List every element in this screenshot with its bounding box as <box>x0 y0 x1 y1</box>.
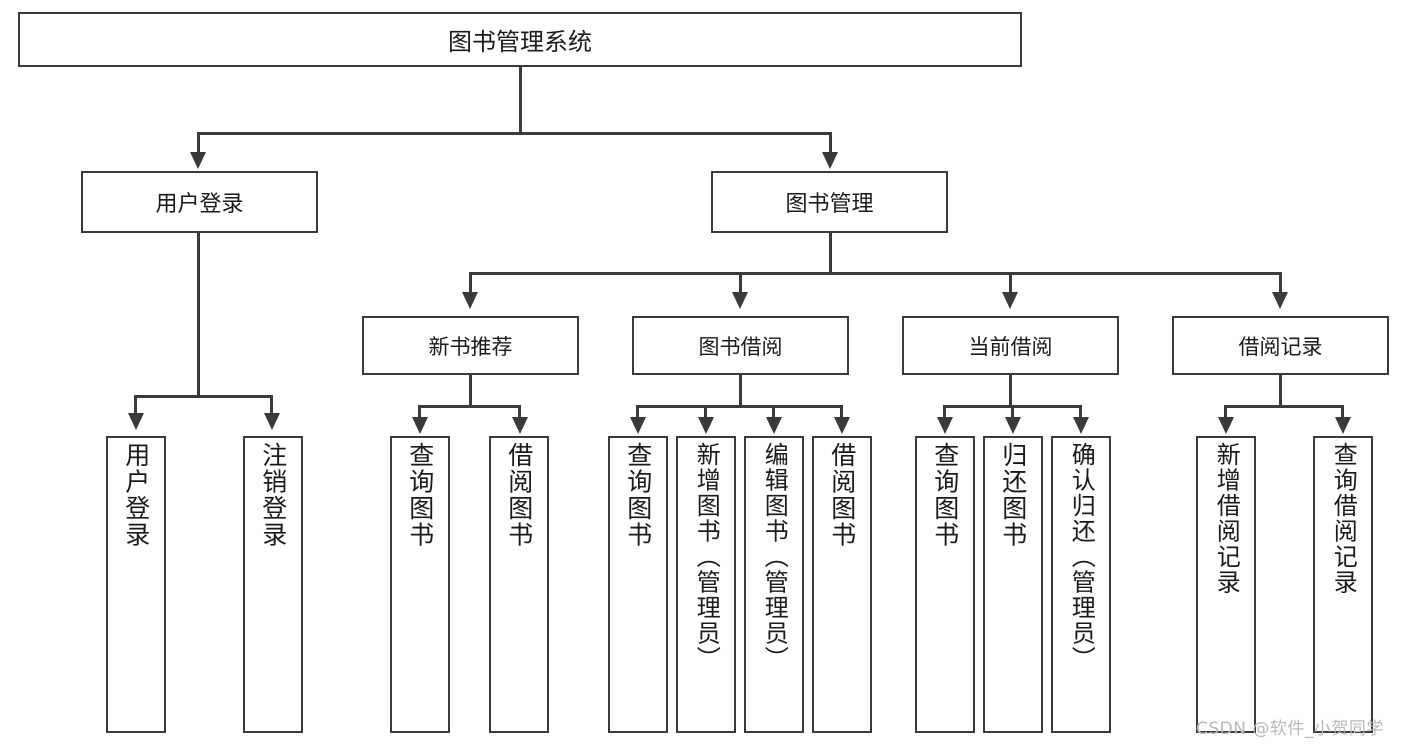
connector-to-new-book-rec <box>469 272 472 294</box>
leaf-label: 编辑图书（管理员） <box>760 442 789 672</box>
arrowhead-book-borrow <box>732 292 748 309</box>
connector-current-borrow-trunk <box>1009 375 1012 407</box>
connector-user-login-bus <box>134 395 273 398</box>
connector-root-trunk <box>519 67 522 132</box>
connector-cb-child2 <box>1011 405 1014 419</box>
arrowhead-br-child1 <box>1218 417 1234 434</box>
connector-book-management-trunk <box>829 233 832 273</box>
node-label: 用户登录 <box>155 192 244 217</box>
node-current-borrowing[interactable]: 当前借阅 <box>902 316 1119 375</box>
connector-to-current-borrow <box>1009 272 1012 294</box>
connector-new-book-rec-trunk <box>469 375 472 407</box>
leaf-add-book-admin[interactable]: 新增图书（管理员） <box>676 436 736 733</box>
leaf-label: 归还图书 <box>998 442 1028 548</box>
node-book-management[interactable]: 图书管理 <box>711 171 948 233</box>
node-label: 借阅记录 <box>1238 334 1323 359</box>
leaf-user-login[interactable]: 用户登录 <box>106 436 166 733</box>
node-borrowing-records[interactable]: 借阅记录 <box>1172 316 1389 375</box>
leaf-query-books-current[interactable]: 查询图书 <box>915 436 975 733</box>
leaf-borrow-books-new[interactable]: 借阅图书 <box>489 436 549 733</box>
leaf-query-books-new[interactable]: 查询图书 <box>390 436 450 733</box>
connector-level2-bus <box>469 272 1281 275</box>
leaf-logout[interactable]: 注销登录 <box>243 436 303 733</box>
leaf-query-books-borrow[interactable]: 查询图书 <box>608 436 668 733</box>
leaf-confirm-return-admin[interactable]: 确认归还（管理员） <box>1051 436 1111 733</box>
arrowhead-bb-child3 <box>766 417 782 434</box>
leaf-label: 借阅图书 <box>504 442 534 548</box>
node-label: 图书管理 <box>785 192 874 217</box>
arrowhead-nbr-child2 <box>512 417 528 434</box>
arrowhead-book-management <box>822 152 838 169</box>
connector-user-login-leaf2 <box>270 395 273 415</box>
connector-borrow-records-trunk <box>1279 375 1282 407</box>
leaf-return-books[interactable]: 归还图书 <box>983 436 1043 733</box>
connector-book-borrow-trunk <box>739 375 742 407</box>
connector-user-login-leaf1 <box>134 395 137 415</box>
leaf-label: 新增图书（管理员） <box>692 442 721 672</box>
connector-bb-child1 <box>636 405 639 419</box>
node-label: 图书借阅 <box>698 334 783 359</box>
connector-to-book-management <box>829 132 832 154</box>
leaf-label: 新增借阅记录 <box>1212 442 1241 595</box>
arrowhead-current-borrow <box>1002 292 1018 309</box>
leaf-label: 用户登录 <box>121 442 151 548</box>
arrowhead-bb-child2 <box>698 417 714 434</box>
connector-level1-bus <box>197 132 832 135</box>
node-book-borrowing[interactable]: 图书借阅 <box>632 316 849 375</box>
leaf-label: 注销登录 <box>258 442 288 548</box>
connector-cb-child3 <box>1079 405 1082 419</box>
leaf-query-borrow-record[interactable]: 查询借阅记录 <box>1313 436 1373 733</box>
arrowhead-borrow-records <box>1272 292 1288 309</box>
arrowhead-cb-child1 <box>937 417 953 434</box>
leaf-add-borrow-record[interactable]: 新增借阅记录 <box>1196 436 1256 733</box>
node-label: 新书推荐 <box>428 334 513 359</box>
connector-to-borrow-records <box>1279 272 1282 294</box>
leaf-label: 查询借阅记录 <box>1329 442 1358 595</box>
arrowhead-nbr-child1 <box>412 417 428 434</box>
node-user-login[interactable]: 用户登录 <box>81 171 318 233</box>
connector-to-user-login <box>197 132 200 154</box>
csdn-watermark: CSDN @软件_小贺同学 <box>1196 719 1384 739</box>
node-root-library-system[interactable]: 图书管理系统 <box>18 12 1022 67</box>
node-label: 当前借阅 <box>968 334 1053 359</box>
connector-borrow-records-bus <box>1224 405 1344 408</box>
arrowhead-br-child2 <box>1335 417 1351 434</box>
arrowhead-new-book-rec <box>462 292 478 309</box>
connector-bb-child4 <box>840 405 843 419</box>
connector-cb-child1 <box>943 405 946 419</box>
leaf-label: 确认归还（管理员） <box>1067 442 1096 672</box>
leaf-label: 查询图书 <box>930 442 960 548</box>
arrowhead-cb-child2 <box>1005 417 1021 434</box>
leaf-label: 查询图书 <box>405 442 435 548</box>
connector-book-borrow-bus <box>636 405 842 408</box>
connector-br-child2 <box>1341 405 1344 419</box>
connector-new-book-rec-bus <box>418 405 521 408</box>
connector-to-book-borrow <box>739 272 742 294</box>
node-new-book-recommendation[interactable]: 新书推荐 <box>362 316 579 375</box>
leaf-edit-book-admin[interactable]: 编辑图书（管理员） <box>744 436 804 733</box>
leaf-label: 查询图书 <box>623 442 653 548</box>
arrowhead-user-login <box>190 152 206 169</box>
connector-nbr-child1 <box>418 405 421 419</box>
arrowhead-cb-child3 <box>1073 417 1089 434</box>
arrowhead-bb-child4 <box>834 417 850 434</box>
connector-bb-child3 <box>772 405 775 419</box>
arrowhead-leaf-logout <box>264 413 280 430</box>
leaf-label: 借阅图书 <box>827 442 857 548</box>
node-label: 图书管理系统 <box>448 28 592 56</box>
connector-nbr-child2 <box>518 405 521 419</box>
connector-bb-child2 <box>704 405 707 419</box>
connector-br-child1 <box>1224 405 1227 419</box>
arrowhead-bb-child1 <box>630 417 646 434</box>
arrowhead-leaf-user-login <box>128 413 144 430</box>
connector-user-login-trunk <box>197 233 200 398</box>
leaf-borrow-books[interactable]: 借阅图书 <box>812 436 872 733</box>
